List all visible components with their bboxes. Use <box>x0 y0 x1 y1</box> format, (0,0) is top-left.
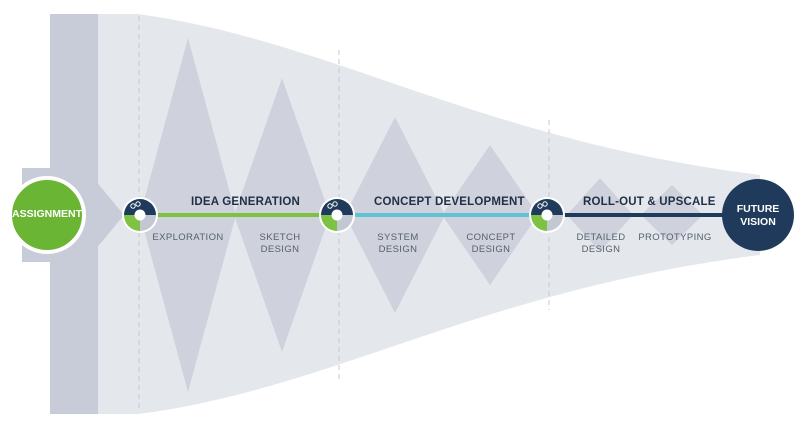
phase-node-icon <box>122 197 158 233</box>
phase-node-icon <box>319 197 355 233</box>
future-vision-label: FUTURE VISION <box>736 203 780 228</box>
step-label-prototyping: PROTOTYPING <box>638 232 712 243</box>
phase-title-idea-generation: IDEA GENERATION <box>191 196 301 208</box>
people-icon <box>321 215 337 231</box>
step-label-sketch-design: SKETCH DESIGN <box>259 232 301 255</box>
gears-icon <box>124 199 156 215</box>
gears-icon <box>531 199 563 215</box>
phase-title-concept-development: CONCEPT DEVELOPMENT <box>374 196 525 208</box>
step-label-system-design: SYSTEM DESIGN <box>377 232 419 255</box>
step-label-concept-design: CONCEPT DESIGN <box>466 232 516 255</box>
phase-node-icon <box>529 197 565 233</box>
phase-title-roll-out: ROLL-OUT & UPSCALE <box>583 196 716 208</box>
step-label-detailed-design: DETAILED DESIGN <box>576 232 626 255</box>
people-icon <box>531 215 547 231</box>
hand-touch-icon <box>547 215 563 231</box>
future-vision-circle <box>722 179 794 251</box>
hand-touch-icon <box>140 215 156 231</box>
step-label-exploration: EXPLORATION <box>152 232 224 243</box>
people-icon <box>124 215 140 231</box>
hand-touch-icon <box>337 215 353 231</box>
gears-icon <box>321 199 353 215</box>
assignment-label: ASSIGNMENT <box>11 208 82 220</box>
assignment-circle <box>8 176 86 254</box>
